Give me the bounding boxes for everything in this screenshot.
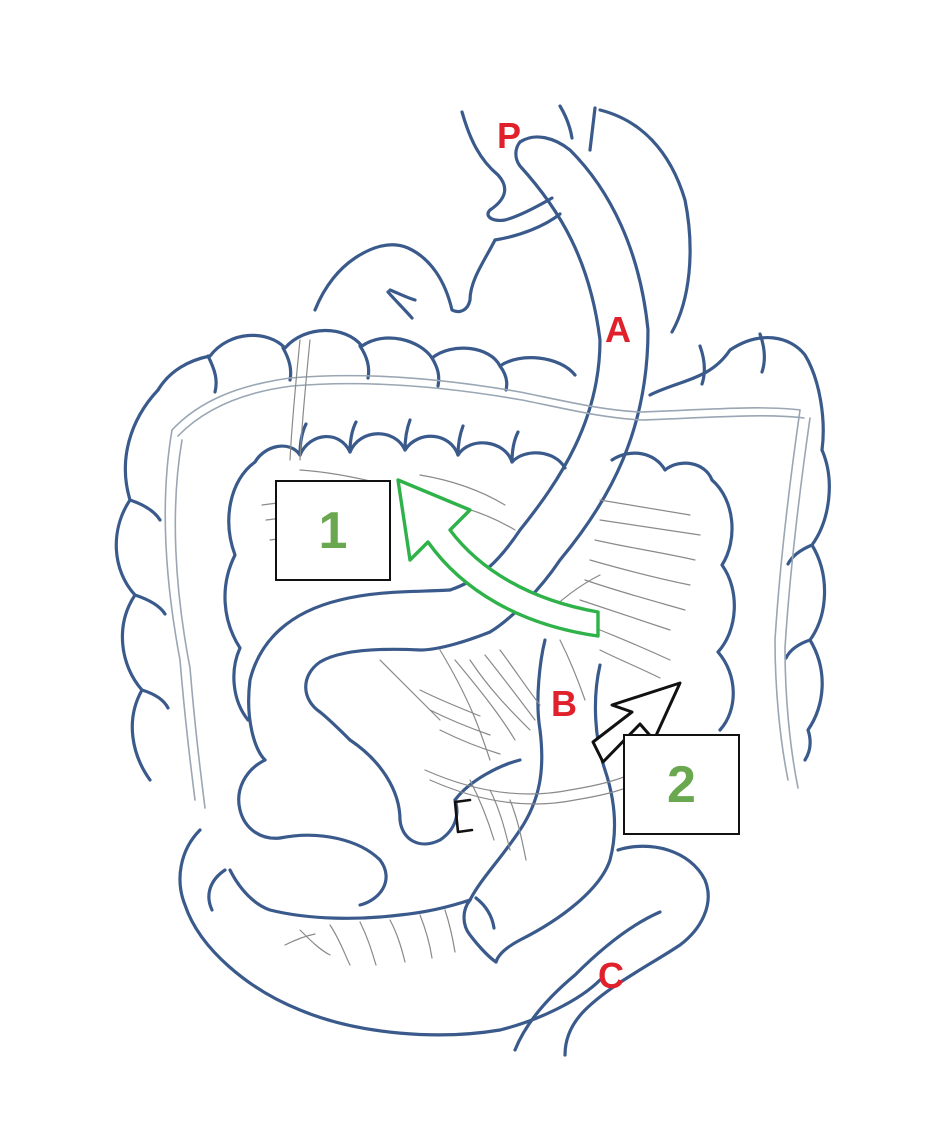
mesentery-folds <box>261 339 701 966</box>
black-arrow <box>591 681 682 764</box>
ascending-colon <box>114 388 257 809</box>
box-1: 1 <box>275 480 391 581</box>
label-p: P <box>497 115 521 156</box>
label-a: A <box>605 309 631 350</box>
descending-colon <box>710 409 831 789</box>
stomach-outline <box>313 104 574 320</box>
box-2-number: 2 <box>667 755 696 814</box>
box-2: 2 <box>623 734 740 835</box>
label-b: B <box>551 683 577 724</box>
box-1-number: 1 <box>318 501 348 560</box>
green-arrow <box>396 478 600 638</box>
label-c: C <box>598 955 624 996</box>
small-bowel <box>178 588 710 1057</box>
transverse-colon <box>156 328 825 482</box>
limb-a <box>448 106 692 634</box>
